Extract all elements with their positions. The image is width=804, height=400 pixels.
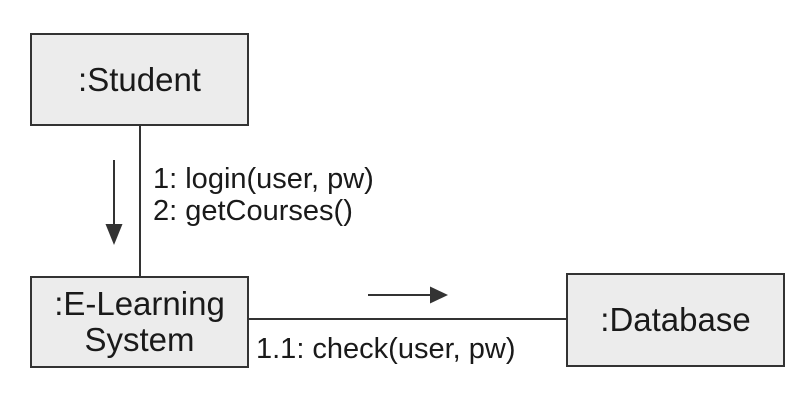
node-elearning-label-line2: System (84, 321, 195, 358)
node-student: :Student (30, 33, 249, 126)
message-label-login: 1: login(user, pw) (153, 163, 374, 195)
message-label-getcourses: 2: getCourses() (153, 195, 353, 227)
node-elearning-system: :E-Learning System (30, 276, 249, 368)
message-flow-arrow-right-icon (368, 286, 448, 304)
node-database: :Database (566, 273, 785, 367)
message-flow-arrow-down-icon (105, 160, 123, 245)
message-label-check: 1.1: check(user, pw) (256, 333, 516, 365)
node-elearning-label-line1: :E-Learning (54, 285, 225, 322)
message-labels-student-elearning: 1: login(user, pw) 2: getCourses() (153, 163, 374, 227)
node-database-label: :Database (600, 301, 751, 338)
node-student-label: :Student (78, 60, 201, 98)
